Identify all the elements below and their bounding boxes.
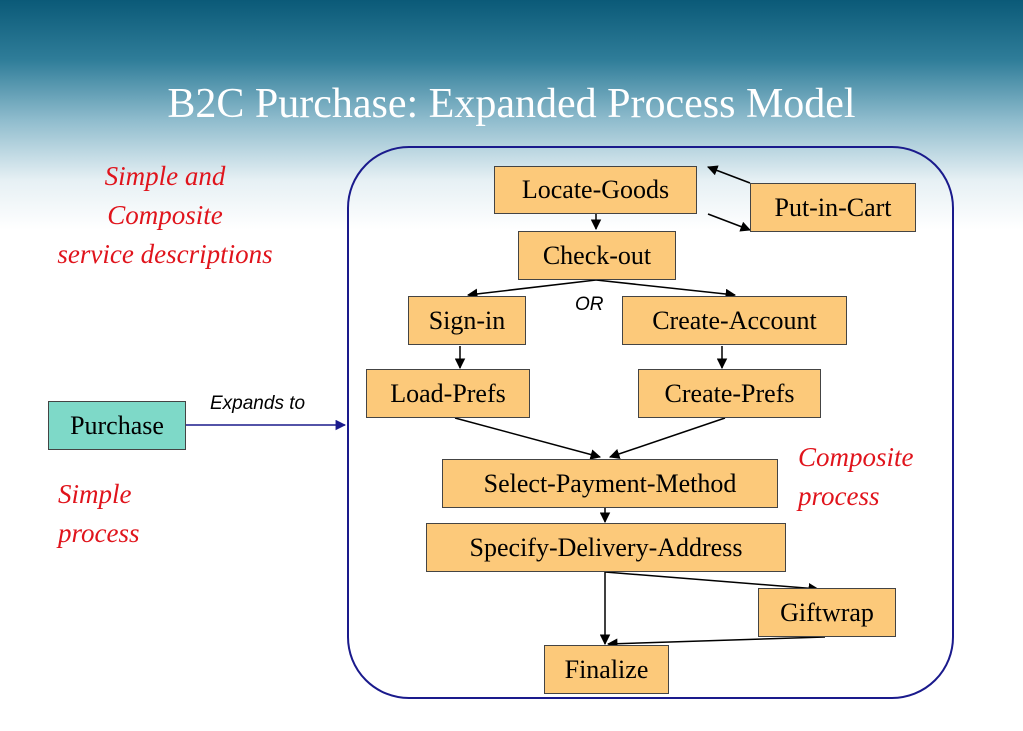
simple-process-note: Simple process [58, 475, 198, 553]
giftwrap-node: Giftwrap [758, 588, 896, 637]
purchase-node: Purchase [48, 401, 186, 450]
edge-createprefs-to-selectpayment [609, 417, 726, 459]
simple-composite-note: Simple and Composite service description… [20, 157, 310, 274]
create-account-node: Create-Account [622, 296, 847, 345]
locate-goods-node: Locate-Goods [494, 166, 697, 214]
note-line: Composite [798, 442, 914, 472]
edge-putincart-to-locategoods [707, 165, 751, 184]
expands-to-label: Expands to [210, 393, 306, 414]
edge-specifydelivery-to-giftwrap [604, 571, 820, 594]
note-line: service descriptions [57, 239, 273, 269]
or-label: OR [575, 294, 604, 315]
slide-title: B2C Purchase: Expanded Process Model [167, 81, 856, 127]
note-line: Simple and [104, 161, 226, 191]
create-prefs-node: Create-Prefs [638, 369, 821, 418]
note-line: Composite [107, 200, 223, 230]
composite-process-note: Composite process [798, 438, 958, 516]
sign-in-node: Sign-in [408, 296, 526, 345]
load-prefs-node: Load-Prefs [366, 369, 530, 418]
edge-checkout-to-createaccount [595, 279, 737, 300]
check-out-node: Check-out [518, 231, 676, 280]
edge-giftwrap-to-finalize [606, 636, 826, 649]
select-payment-method-node: Select-Payment-Method [442, 459, 778, 508]
edge-checkout-to-signin [466, 279, 597, 300]
finalize-node: Finalize [544, 645, 669, 694]
specify-delivery-address-node: Specify-Delivery-Address [426, 523, 786, 572]
edge-locategoods-to-putincart [707, 213, 751, 232]
put-in-cart-node: Put-in-Cart [750, 183, 916, 232]
note-line: Simple [58, 479, 132, 509]
composite-process-container [347, 146, 954, 699]
note-line: process [58, 518, 140, 548]
note-line: process [798, 481, 880, 511]
edge-loadprefs-to-selectpayment [454, 417, 602, 460]
